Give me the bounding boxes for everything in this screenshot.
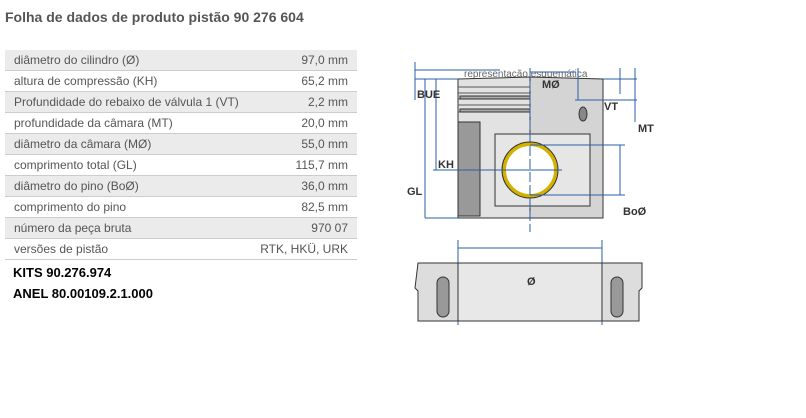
- spec-row: comprimento total (GL)115,7 mm: [5, 154, 357, 176]
- label-gl: GL: [407, 186, 423, 198]
- spec-label: profundidade da câmara (MT): [5, 112, 251, 134]
- label-mt: MT: [638, 123, 654, 135]
- spec-row: diâmetro do cilindro (Ø)97,0 mm: [5, 50, 357, 71]
- page-title: Folha de dados de produto pistão 90 276 …: [5, 9, 304, 25]
- spec-label: comprimento total (GL): [5, 154, 251, 176]
- piston-diagram: BUE MØ VT MT KH GL BoØ Ø: [407, 62, 654, 325]
- spec-row: profundidade da câmara (MT)20,0 mm: [5, 112, 357, 134]
- label-vt: VT: [604, 101, 618, 113]
- ring-number: ANEL 80.00109.2.1.000: [13, 286, 153, 301]
- spec-label: diâmetro da câmara (MØ): [5, 133, 251, 155]
- spec-value: 97,0 mm: [250, 50, 357, 71]
- spec-row: diâmetro do pino (BoØ)36,0 mm: [5, 175, 357, 197]
- spec-value: 20,0 mm: [250, 112, 357, 134]
- spec-value: 36,0 mm: [250, 175, 357, 197]
- label-kh: KH: [438, 159, 454, 171]
- label-bue: BUE: [417, 89, 440, 101]
- spec-value: 970 07: [250, 217, 357, 239]
- spec-row: diâmetro da câmara (MØ)55,0 mm: [5, 133, 357, 155]
- label-diameter: Ø: [527, 276, 536, 288]
- spec-label: Profundidade do rebaixo de válvula 1 (VT…: [5, 91, 251, 113]
- spec-label: número da peça bruta: [5, 217, 251, 239]
- kits-number: KITS 90.276.974: [13, 265, 112, 280]
- spec-value: RTK, HKÜ, URK: [250, 238, 357, 260]
- spec-value: 2,2 mm: [250, 91, 357, 113]
- label-boo: BoØ: [623, 206, 647, 218]
- spec-value: 55,0 mm: [250, 133, 357, 155]
- label-mo: MØ: [542, 79, 560, 91]
- spec-label: comprimento do pino: [5, 196, 251, 218]
- spec-row: Profundidade do rebaixo de válvula 1 (VT…: [5, 91, 357, 113]
- spec-label: diâmetro do cilindro (Ø): [5, 50, 251, 71]
- spec-row: altura de compressão (KH)65,2 mm: [5, 70, 357, 92]
- spec-value: 65,2 mm: [250, 70, 357, 92]
- spec-label: diâmetro do pino (BoØ): [5, 175, 251, 197]
- diagram-caption: representação esquemática: [464, 69, 588, 80]
- spec-value: 115,7 mm: [250, 154, 357, 176]
- spec-label: altura de compressão (KH): [5, 70, 251, 92]
- spec-value: 82,5 mm: [250, 196, 357, 218]
- spec-label: versões de pistão: [5, 238, 251, 260]
